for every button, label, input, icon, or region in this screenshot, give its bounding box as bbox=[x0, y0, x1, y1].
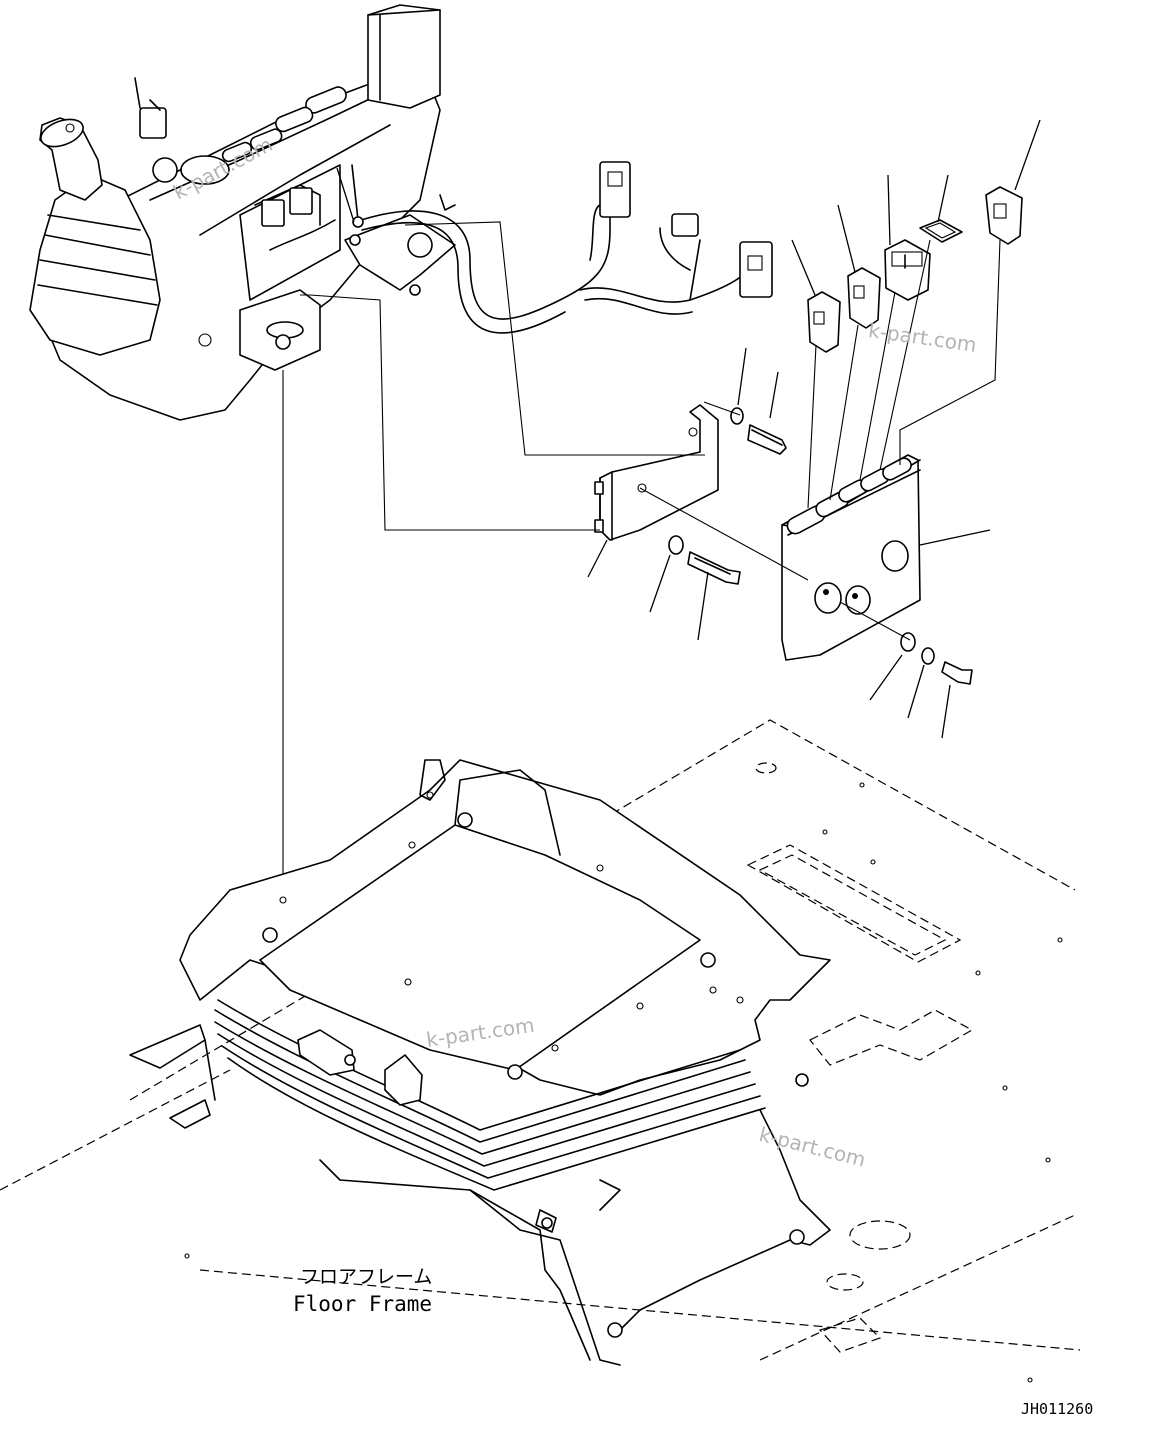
rocker-switch-set bbox=[807, 186, 1023, 353]
floor-frame-label-en: Floor Frame bbox=[293, 1292, 433, 1316]
drawing-id: JH011260 bbox=[1021, 1400, 1094, 1418]
floor-frame-label-jp: フロアフレーム bbox=[300, 1266, 433, 1288]
switch-panel bbox=[781, 454, 921, 661]
left-console-assembly bbox=[29, 4, 456, 421]
wiring-harness bbox=[351, 161, 773, 334]
mounting-bracket bbox=[594, 404, 719, 541]
leader-lines bbox=[282, 119, 1041, 900]
seat-assembly bbox=[129, 759, 831, 1366]
